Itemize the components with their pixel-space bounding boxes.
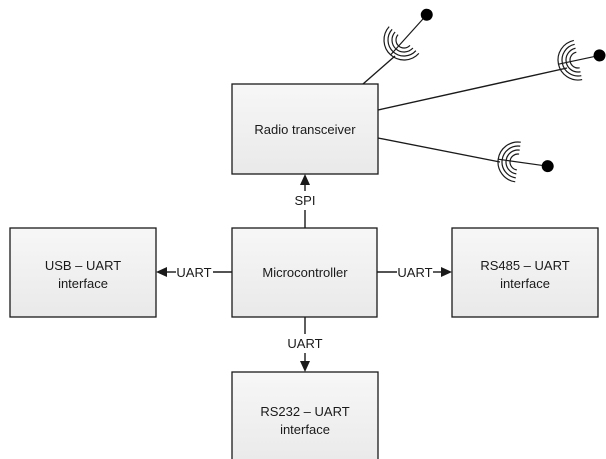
spi-label: SPI — [295, 193, 316, 208]
usb-uart-block: USB – UART interface — [9, 227, 157, 318]
antenna-icon — [497, 141, 554, 183]
spi-connection: SPI — [295, 174, 316, 228]
uart-left-label: UART — [176, 265, 211, 280]
uart-left-arrowhead — [156, 267, 167, 277]
uart-right-label: UART — [397, 265, 432, 280]
usb-uart-label-line1: USB – UART — [45, 258, 121, 273]
microcontroller-label: Microcontroller — [262, 265, 348, 280]
antenna-line-right — [377, 67, 568, 111]
antenna-connections — [362, 55, 568, 163]
uart-down-label: UART — [287, 336, 322, 351]
antenna-icon — [383, 8, 433, 61]
rs485-uart-block: RS485 – UART interface — [451, 227, 599, 318]
spi-arrowhead — [300, 174, 310, 185]
radio-transceiver-block: Radio transceiver — [231, 83, 379, 175]
uart-left-connection: UART — [156, 265, 232, 280]
uart-right-arrowhead — [441, 267, 452, 277]
radio-transceiver-label: Radio transceiver — [254, 122, 356, 137]
rs485-uart-label-line2: interface — [500, 276, 550, 291]
rs232-uart-label-line2: interface — [280, 422, 330, 437]
uart-down-connection: UART — [287, 317, 323, 372]
microcontroller-block: Microcontroller — [231, 227, 378, 318]
antenna-icon — [557, 39, 606, 81]
uart-right-connection: UART — [377, 265, 452, 280]
usb-uart-label-line2: interface — [58, 276, 108, 291]
rs232-uart-label-line1: RS232 – UART — [260, 404, 349, 419]
uart-down-arrowhead — [300, 361, 310, 372]
antenna-line-top — [362, 55, 396, 85]
rs485-uart-label-line1: RS485 – UART — [480, 258, 569, 273]
antenna-line-bottom — [377, 137, 501, 163]
rs232-uart-block: RS232 – UART interface — [231, 371, 379, 459]
